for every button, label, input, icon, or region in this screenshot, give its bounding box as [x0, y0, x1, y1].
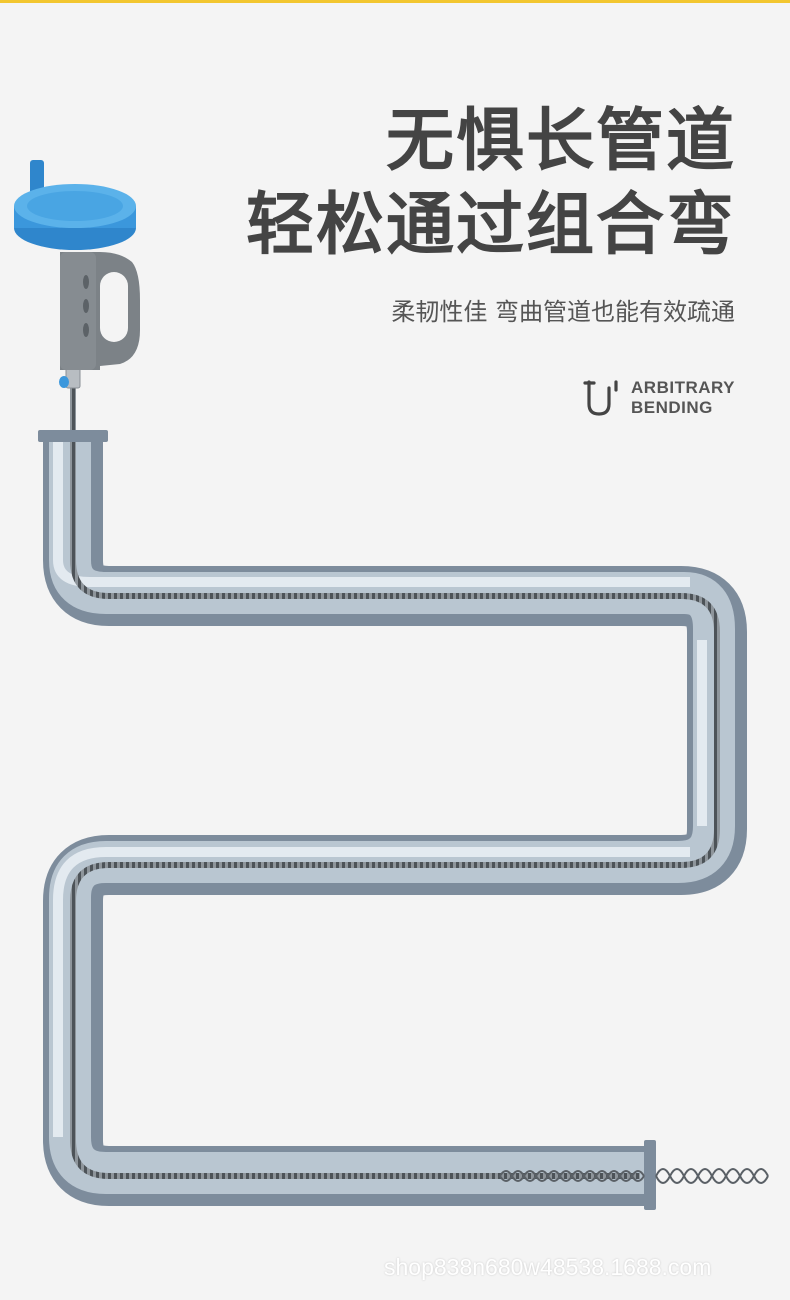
badge-line-1: ARBITRARY: [631, 378, 735, 397]
spring-cable: [70, 390, 720, 1179]
arbitrary-bending-badge: ARBITRARY BENDING: [583, 378, 735, 418]
spring-head: [499, 1168, 769, 1184]
pipe-top-flange: [38, 430, 108, 442]
headline-line-2: 轻松通过组合弯: [245, 186, 736, 265]
bent-pipe: [43, 440, 747, 1206]
drain-auger-tool: [14, 160, 140, 430]
shop-watermark: shop838n680w48538.1688.com: [384, 1254, 712, 1280]
headline: 无惧长管道 轻松通过组合弯: [246, 100, 736, 268]
pipe-end-flange: [644, 1140, 656, 1210]
badge-line-2: BENDING: [631, 398, 713, 417]
headline-line-1: 无惧长管道: [385, 102, 736, 181]
pipe-bend-icon: [583, 380, 618, 416]
subtitle: 柔韧性佳 弯曲管道也能有效疏通: [391, 298, 735, 326]
top-accent-line: [0, 0, 790, 3]
